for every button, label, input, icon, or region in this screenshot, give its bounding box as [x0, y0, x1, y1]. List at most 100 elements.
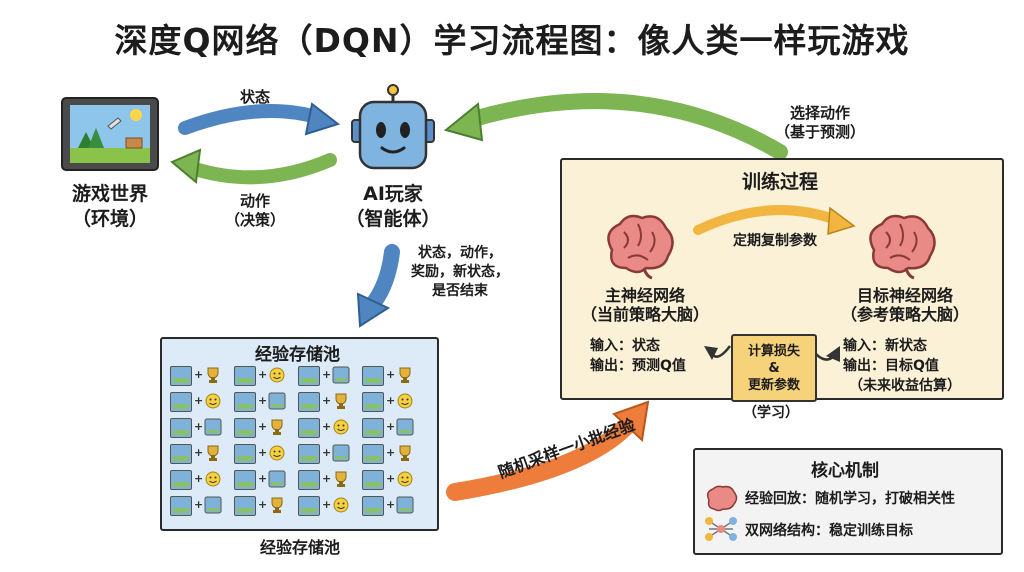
experience-screen-thumb	[234, 366, 256, 386]
main-brain-icon	[607, 214, 674, 280]
experience-screen-thumb	[234, 496, 256, 516]
loss-arrows	[704, 345, 840, 362]
core-title: 核心机制	[811, 461, 879, 481]
buffer-caption: 经验存储池	[259, 538, 340, 557]
plus-sign: +	[258, 368, 268, 381]
smiley-icon	[332, 418, 350, 436]
plus-sign: +	[194, 472, 204, 485]
experience-screen-thumb	[298, 470, 320, 490]
experience-screen-thumb	[170, 366, 192, 386]
sample-arrow	[446, 411, 641, 501]
plus-sign: +	[258, 394, 268, 407]
experience-screen-thumb	[332, 366, 350, 384]
experience-screen-thumb	[204, 496, 222, 514]
transition-label: 状态，动作，奖励，新状态，是否结束	[411, 245, 509, 299]
select-action-arrow	[462, 93, 788, 160]
experience-screen-thumb	[298, 392, 320, 412]
experience-screen-thumb	[362, 496, 384, 516]
trophy-icon	[204, 366, 222, 384]
experience-screen-thumb	[298, 444, 320, 464]
core-replay: 经验回放：随机学习，打破相关性	[745, 491, 955, 507]
plus-sign: +	[258, 420, 268, 433]
buffer-title: 经验存储池	[255, 345, 340, 365]
plus-sign: +	[258, 498, 268, 511]
experience-screen-thumb	[170, 470, 192, 490]
experience-screen-thumb	[234, 418, 256, 438]
experience-screen-thumb	[396, 418, 414, 436]
experience-screen-thumb	[396, 496, 414, 514]
network-icon	[705, 517, 737, 541]
experience-screen-thumb	[234, 392, 256, 412]
experience-screen-thumb	[268, 392, 286, 410]
trophy-icon	[268, 418, 286, 436]
experience-screen-thumb	[362, 470, 384, 490]
experience-screen-thumb	[170, 418, 192, 438]
smiley-icon	[332, 496, 350, 514]
experience-screen-thumb	[170, 392, 192, 412]
trophy-icon	[396, 366, 414, 384]
experience-screen-thumb	[234, 444, 256, 464]
experience-screen-thumb	[332, 444, 350, 462]
experience-screen-thumb	[298, 418, 320, 438]
trophy-icon	[332, 392, 350, 410]
experience-screen-thumb	[298, 366, 320, 386]
core-dual: 双网络结构：稳定训练目标	[745, 523, 913, 539]
plus-sign: +	[386, 368, 396, 381]
plus-sign: +	[258, 446, 268, 459]
robot-icon	[351, 84, 435, 170]
page-title: 深度Q网络（DQN）学习流程图：像人类一样玩游戏	[114, 21, 910, 60]
trophy-icon	[332, 470, 350, 488]
loss-box: 计算损失&更新参数	[731, 334, 817, 402]
brain-small-icon	[706, 485, 738, 512]
experience-screen-thumb	[170, 496, 192, 516]
plus-sign: +	[386, 498, 396, 511]
plus-sign: +	[386, 446, 396, 459]
smiley-icon	[204, 392, 222, 410]
experience-screen-thumb	[268, 470, 286, 488]
action-arrow	[185, 153, 337, 185]
plus-sign: +	[386, 394, 396, 407]
plus-sign: +	[258, 472, 268, 485]
smiley-icon	[396, 392, 414, 410]
plus-sign: +	[386, 472, 396, 485]
transition-arrow	[364, 244, 400, 313]
plus-sign: +	[194, 498, 204, 511]
experience-screen-thumb	[362, 444, 384, 464]
experience-screen-thumb	[234, 470, 256, 490]
trophy-icon	[268, 496, 286, 514]
sync-arrow	[693, 205, 856, 236]
learn-label: （学习）	[743, 405, 799, 421]
plus-sign: +	[322, 446, 332, 459]
experience-screen-thumb	[170, 444, 192, 464]
training-title: 训练过程	[741, 171, 818, 193]
trophy-icon	[204, 444, 222, 462]
experience-screen-thumb	[362, 418, 384, 438]
core-mechanism-panel	[693, 448, 1003, 555]
smiley-icon	[268, 444, 286, 462]
main-net-io: 输入：状态输出：预测Q值	[590, 338, 686, 374]
plus-sign: +	[194, 368, 204, 381]
sync-label: 定期复制参数	[733, 233, 817, 249]
experience-screen-thumb	[362, 366, 384, 386]
plus-sign: +	[322, 420, 332, 433]
target-net-label: 目标神经网络（参考策略大脑）	[840, 286, 969, 324]
smiley-icon	[204, 470, 222, 488]
trophy-icon	[396, 444, 414, 462]
main-net-label: 主神经网络（当前策略大脑）	[580, 286, 709, 324]
plus-sign: +	[194, 420, 204, 433]
plus-sign: +	[194, 394, 204, 407]
game-world-label: 游戏世界（环境）	[71, 183, 148, 230]
target-brain-icon	[869, 214, 936, 280]
action-label: 动作（决策）	[224, 192, 285, 229]
game-screen-icon	[61, 97, 159, 171]
smiley-icon	[396, 470, 414, 488]
plus-sign: +	[322, 472, 332, 485]
experience-screen-thumb	[204, 418, 222, 436]
state-arrow	[178, 103, 327, 135]
ai-player-label: AI玩家（智能体）	[345, 183, 441, 230]
plus-sign: +	[322, 498, 332, 511]
target-net-io: 输入：新状态输出：目标Q值 （未来收益估算）	[843, 338, 961, 394]
smiley-icon	[268, 366, 286, 384]
plus-sign: +	[322, 368, 332, 381]
